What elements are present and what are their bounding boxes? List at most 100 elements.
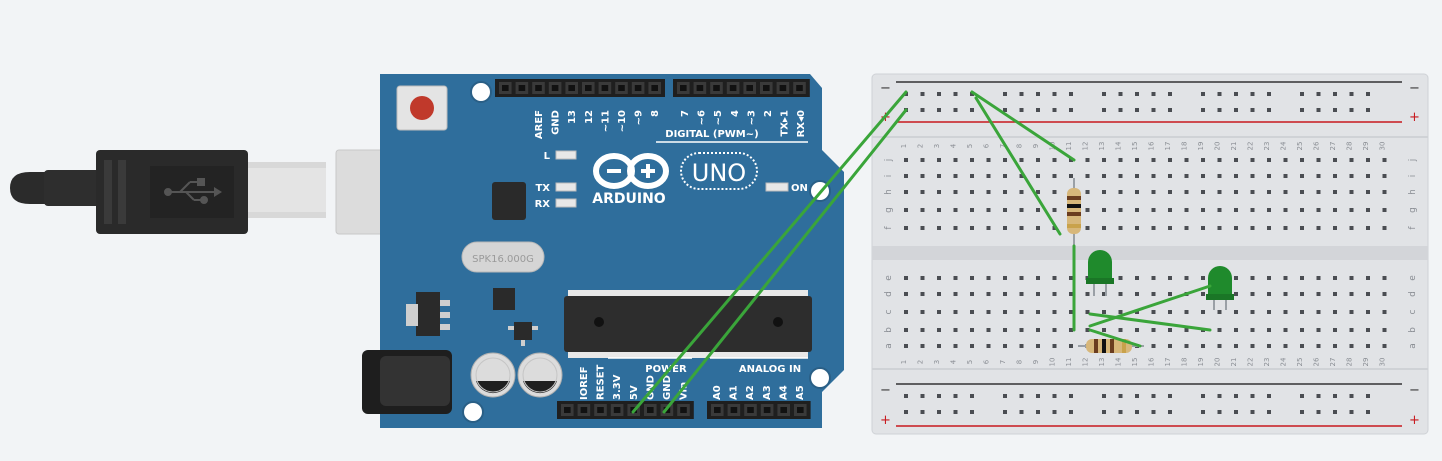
breadboard-hole[interactable] bbox=[904, 174, 908, 178]
resistor-vertical[interactable] bbox=[1067, 178, 1081, 246]
breadboard-hole[interactable] bbox=[1135, 108, 1139, 112]
breadboard-hole[interactable] bbox=[1118, 410, 1123, 414]
breadboard-hole[interactable] bbox=[1184, 276, 1189, 280]
breadboard-hole[interactable] bbox=[1300, 410, 1304, 414]
breadboard-hole[interactable] bbox=[1366, 410, 1370, 414]
breadboard-hole[interactable] bbox=[1382, 344, 1387, 348]
breadboard-hole[interactable] bbox=[1333, 208, 1337, 212]
breadboard-hole[interactable] bbox=[1382, 208, 1387, 212]
breadboard-hole[interactable] bbox=[1300, 226, 1304, 230]
breadboard-hole[interactable] bbox=[1052, 158, 1057, 162]
breadboard-hole[interactable] bbox=[1052, 108, 1057, 112]
breadboard-hole[interactable] bbox=[1349, 310, 1354, 314]
breadboard-hole[interactable] bbox=[1052, 328, 1057, 332]
breadboard-hole[interactable] bbox=[1118, 328, 1123, 332]
breadboard-hole[interactable] bbox=[904, 226, 908, 230]
breadboard-hole[interactable] bbox=[1201, 310, 1205, 314]
breadboard-hole[interactable] bbox=[1250, 190, 1255, 194]
breadboard-hole[interactable] bbox=[1184, 328, 1189, 332]
breadboard-hole[interactable] bbox=[904, 344, 908, 348]
breadboard-hole[interactable] bbox=[937, 208, 941, 212]
breadboard-hole[interactable] bbox=[937, 108, 941, 112]
breadboard-hole[interactable] bbox=[1069, 158, 1073, 162]
breadboard-hole[interactable] bbox=[1366, 108, 1370, 112]
breadboard-hole[interactable] bbox=[970, 276, 974, 280]
breadboard-hole[interactable] bbox=[1333, 158, 1337, 162]
breadboard-hole[interactable] bbox=[1300, 158, 1304, 162]
breadboard-hole[interactable] bbox=[1184, 190, 1189, 194]
breadboard-hole[interactable] bbox=[1234, 410, 1238, 414]
breadboard-hole[interactable] bbox=[1283, 208, 1288, 212]
breadboard-hole[interactable] bbox=[970, 310, 974, 314]
breadboard-hole[interactable] bbox=[1201, 394, 1205, 398]
breadboard-hole[interactable] bbox=[953, 226, 958, 230]
breadboard-hole[interactable] bbox=[937, 190, 941, 194]
breadboard-hole[interactable] bbox=[970, 344, 974, 348]
breadboard-hole[interactable] bbox=[1201, 292, 1205, 296]
breadboard-hole[interactable] bbox=[1267, 190, 1271, 194]
breadboard-hole[interactable] bbox=[1349, 158, 1354, 162]
breadboard-holes[interactable] bbox=[904, 92, 1387, 414]
breadboard-hole[interactable] bbox=[1069, 410, 1073, 414]
breadboard-hole[interactable] bbox=[904, 276, 908, 280]
breadboard-hole[interactable] bbox=[1118, 208, 1123, 212]
breadboard-hole[interactable] bbox=[1201, 174, 1205, 178]
breadboard-hole[interactable] bbox=[953, 310, 958, 314]
breadboard-hole[interactable] bbox=[1168, 276, 1172, 280]
breadboard-hole[interactable] bbox=[1267, 394, 1271, 398]
breadboard-hole[interactable] bbox=[1118, 158, 1123, 162]
breadboard-hole[interactable] bbox=[970, 174, 974, 178]
breadboard-hole[interactable] bbox=[1102, 310, 1106, 314]
breadboard-hole[interactable] bbox=[1201, 158, 1205, 162]
breadboard-hole[interactable] bbox=[1003, 394, 1007, 398]
breadboard-hole[interactable] bbox=[953, 208, 958, 212]
breadboard-hole[interactable] bbox=[1382, 158, 1387, 162]
power-pin-header[interactable] bbox=[557, 401, 694, 419]
breadboard-hole[interactable] bbox=[1019, 108, 1024, 112]
breadboard-hole[interactable] bbox=[1102, 394, 1106, 398]
breadboard-hole[interactable] bbox=[1151, 108, 1156, 112]
breadboard-hole[interactable] bbox=[1168, 208, 1172, 212]
breadboard-hole[interactable] bbox=[1036, 226, 1040, 230]
breadboard-hole[interactable] bbox=[1382, 226, 1387, 230]
breadboard-hole[interactable] bbox=[1168, 174, 1172, 178]
breadboard-hole[interactable] bbox=[1333, 292, 1337, 296]
breadboard-hole[interactable] bbox=[953, 276, 958, 280]
breadboard-hole[interactable] bbox=[1217, 108, 1222, 112]
breadboard-hole[interactable] bbox=[1366, 394, 1370, 398]
breadboard-hole[interactable] bbox=[1019, 190, 1024, 194]
breadboard[interactable]: − + − + − + − + 112233445566778899101011… bbox=[871, 73, 1429, 435]
breadboard-hole[interactable] bbox=[1085, 190, 1090, 194]
breadboard-hole[interactable] bbox=[1349, 344, 1354, 348]
breadboard-hole[interactable] bbox=[953, 394, 958, 398]
breadboard-hole[interactable] bbox=[1316, 208, 1321, 212]
breadboard-hole[interactable] bbox=[1366, 190, 1370, 194]
breadboard-hole[interactable] bbox=[953, 410, 958, 414]
breadboard-hole[interactable] bbox=[1168, 190, 1172, 194]
breadboard-hole[interactable] bbox=[1300, 276, 1304, 280]
breadboard-hole[interactable] bbox=[1135, 328, 1139, 332]
breadboard-hole[interactable] bbox=[1102, 410, 1106, 414]
breadboard-hole[interactable] bbox=[1168, 394, 1172, 398]
breadboard-hole[interactable] bbox=[1366, 226, 1370, 230]
breadboard-hole[interactable] bbox=[1102, 226, 1106, 230]
breadboard-hole[interactable] bbox=[1349, 226, 1354, 230]
breadboard-hole[interactable] bbox=[1283, 158, 1288, 162]
breadboard-hole[interactable] bbox=[953, 190, 958, 194]
breadboard-hole[interactable] bbox=[1118, 190, 1123, 194]
breadboard-hole[interactable] bbox=[920, 174, 925, 178]
breadboard-hole[interactable] bbox=[1267, 276, 1271, 280]
breadboard-hole[interactable] bbox=[1217, 190, 1222, 194]
breadboard-hole[interactable] bbox=[1184, 226, 1189, 230]
breadboard-hole[interactable] bbox=[1234, 310, 1238, 314]
breadboard-hole[interactable] bbox=[1052, 310, 1057, 314]
breadboard-hole[interactable] bbox=[1250, 394, 1255, 398]
breadboard-hole[interactable] bbox=[1052, 394, 1057, 398]
breadboard-hole[interactable] bbox=[1151, 276, 1156, 280]
breadboard-hole[interactable] bbox=[1184, 208, 1189, 212]
breadboard-hole[interactable] bbox=[1333, 344, 1337, 348]
breadboard-hole[interactable] bbox=[970, 292, 974, 296]
breadboard-hole[interactable] bbox=[1168, 410, 1172, 414]
breadboard-hole[interactable] bbox=[1201, 108, 1205, 112]
breadboard-hole[interactable] bbox=[937, 92, 941, 96]
